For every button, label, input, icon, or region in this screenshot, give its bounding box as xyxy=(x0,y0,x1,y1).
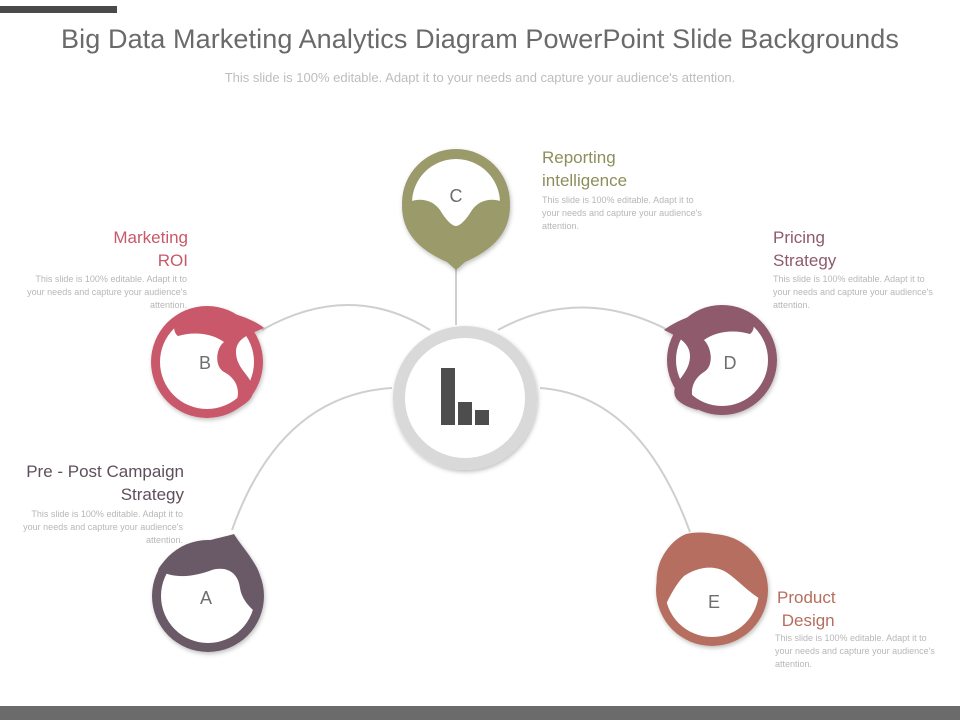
bottom-bar xyxy=(0,706,960,720)
connectors xyxy=(231,262,691,533)
connector-a xyxy=(231,387,393,531)
node-c-letter: C xyxy=(449,186,463,206)
node-b-letter: B xyxy=(198,353,211,373)
connector-b xyxy=(261,304,431,331)
bar-chart-icon xyxy=(441,368,489,425)
node-e-badge xyxy=(656,532,768,646)
node-a-badge xyxy=(152,534,264,652)
node-a-description: This slide is 100% editable. Adapt it to… xyxy=(23,509,183,545)
node-c-title: Reporting intelligence xyxy=(542,148,628,190)
node-b-title: Marketing ROI xyxy=(113,228,188,270)
node-e-description: This slide is 100% editable. Adapt it to… xyxy=(775,633,935,669)
node-c-description: This slide is 100% editable. Adapt it to… xyxy=(542,195,702,231)
center-hub xyxy=(393,326,537,470)
node-d-letter: D xyxy=(723,353,737,373)
node-e-letter: E xyxy=(707,592,720,612)
connector-e xyxy=(539,387,691,533)
node-c-badge xyxy=(402,149,510,270)
top-accent-bar xyxy=(0,6,117,13)
slide-title: Big Data Marketing Analytics Diagram Pow… xyxy=(61,24,899,54)
connector-d xyxy=(497,306,669,331)
node-d-title: Pricing Strategy xyxy=(773,228,837,270)
slide-subtitle: This slide is 100% editable. Adapt it to… xyxy=(224,70,736,85)
node-a-letter: A xyxy=(199,588,212,608)
node-e-title: Product Design xyxy=(777,588,836,630)
node-b-badge xyxy=(151,306,264,418)
node-d-description: This slide is 100% editable. Adapt it to… xyxy=(773,274,933,310)
node-b-description: This slide is 100% editable. Adapt it to… xyxy=(27,274,187,310)
node-d-badge xyxy=(664,305,777,415)
node-a-title: Pre - Post Campaign Strategy xyxy=(26,462,184,504)
